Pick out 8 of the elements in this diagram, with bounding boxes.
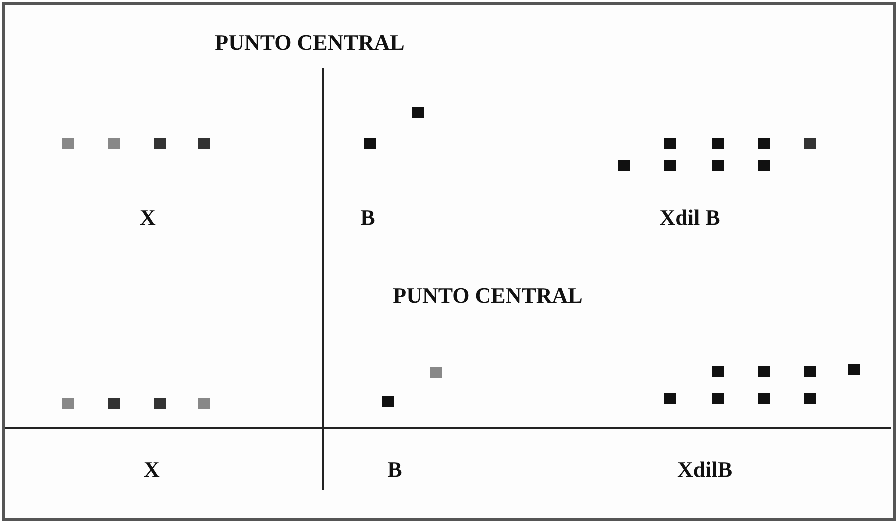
set-label: B <box>388 457 402 483</box>
set-label: Xdil B <box>660 205 720 231</box>
set-label: XdilB <box>677 457 733 483</box>
set-label: X <box>140 205 156 231</box>
set-label: B <box>360 205 376 231</box>
heading-text: PUNTO CENTRAL <box>393 283 583 309</box>
set-label: X <box>144 457 160 483</box>
heading-text: PUNTO CENTRAL <box>215 30 405 56</box>
